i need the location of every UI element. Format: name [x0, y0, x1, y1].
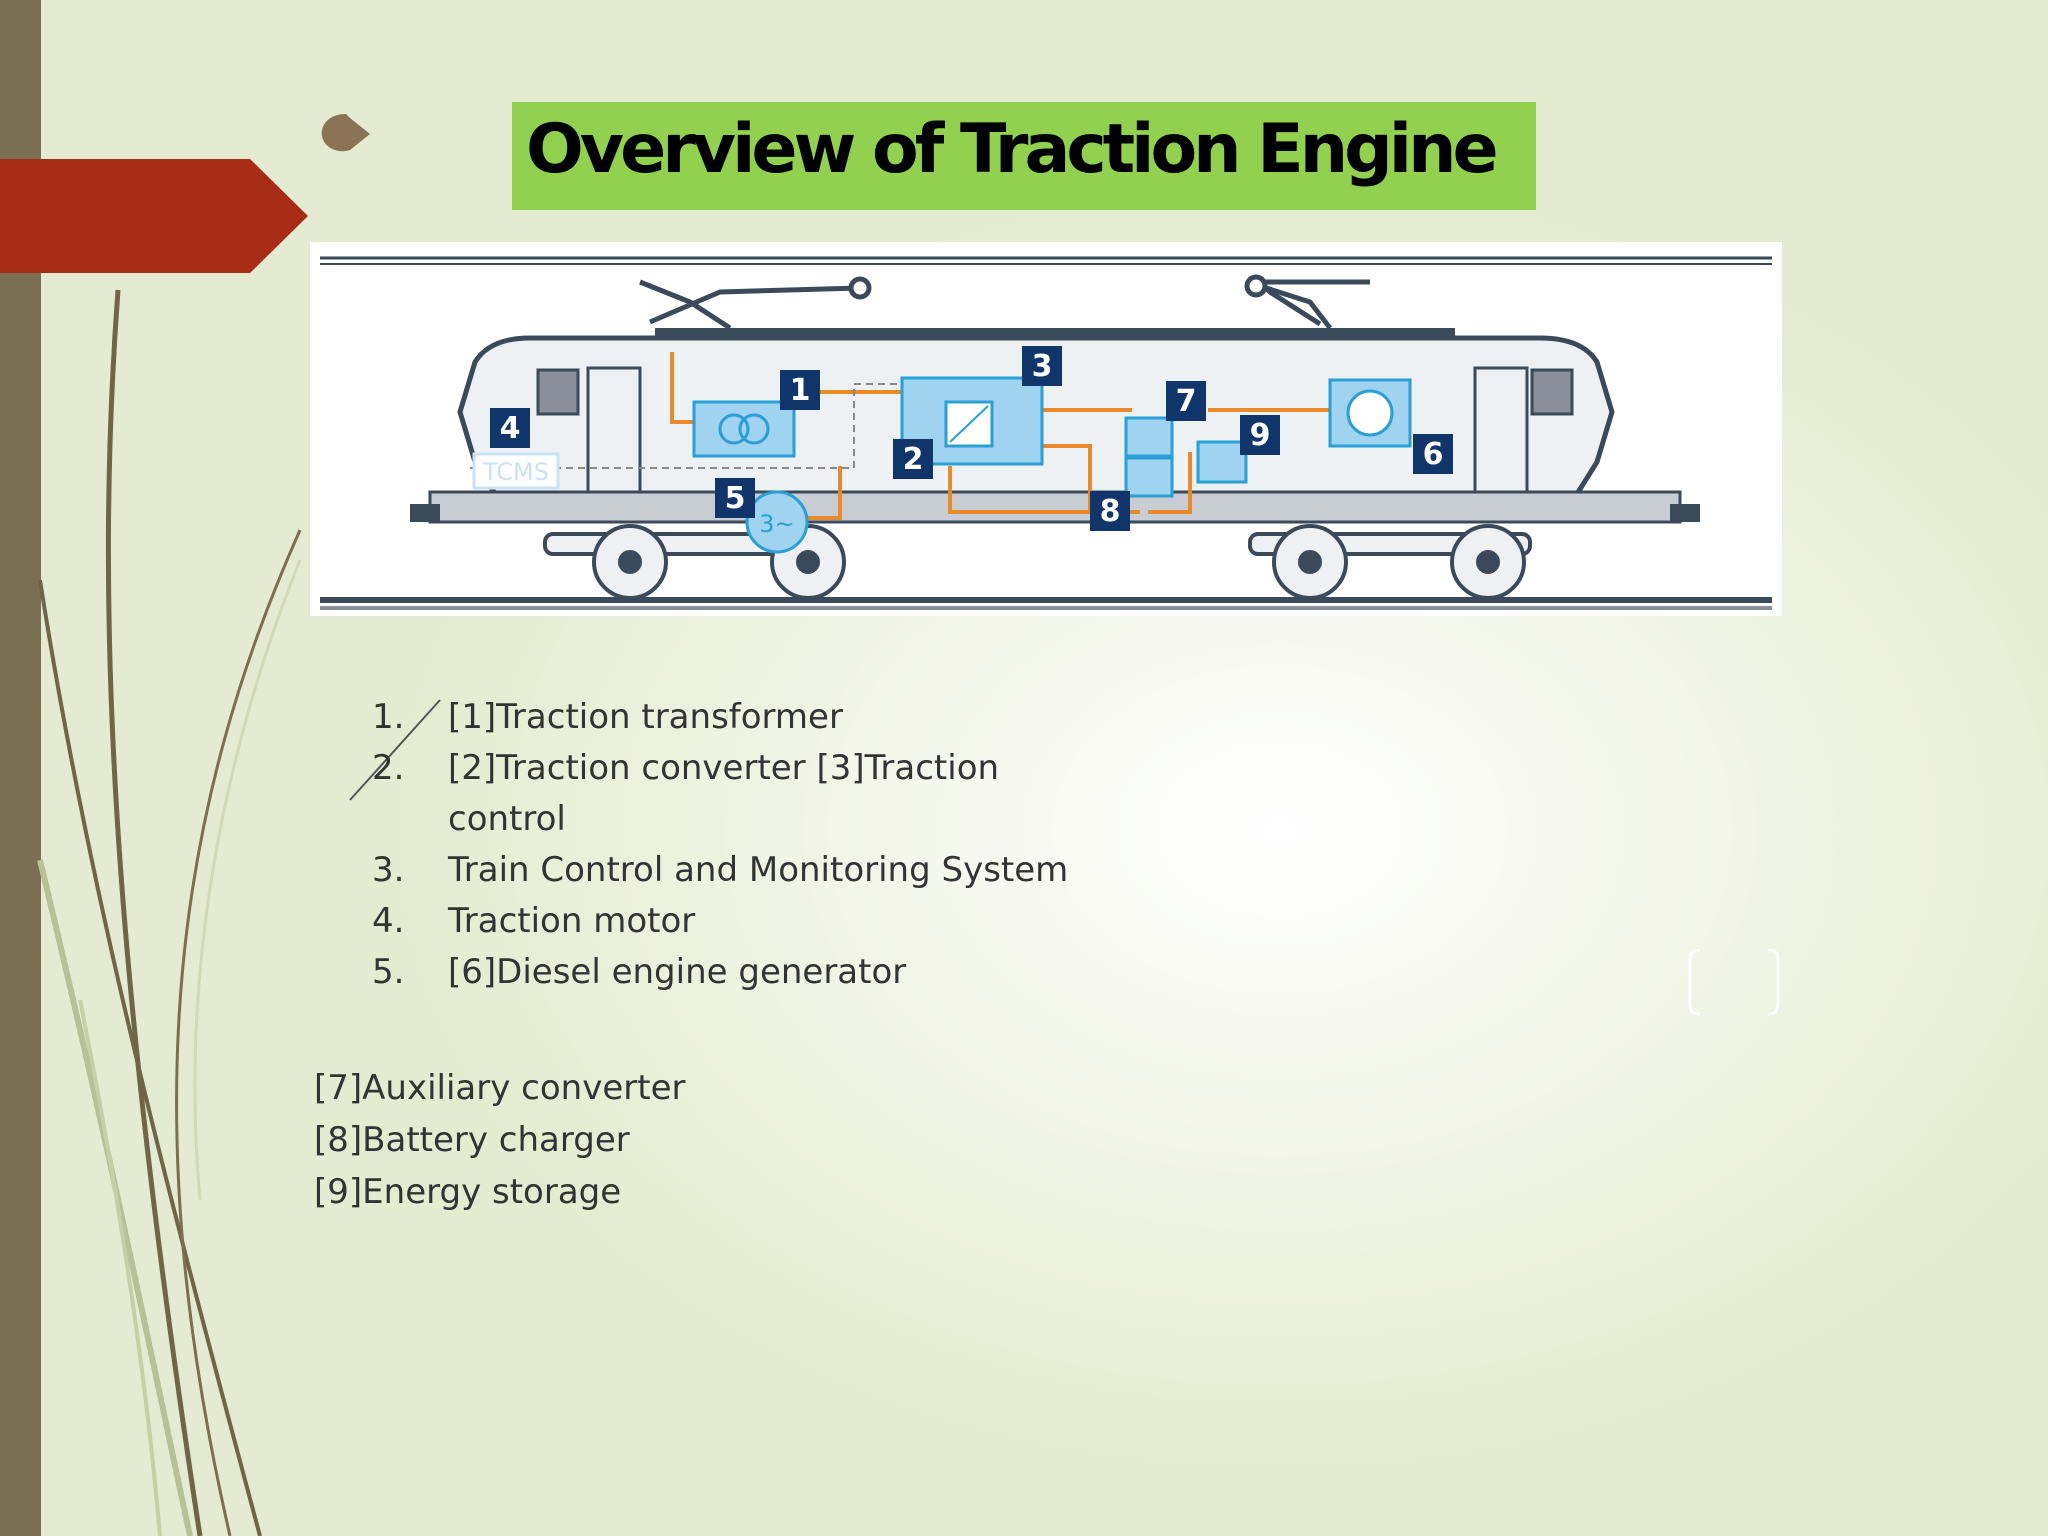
bullet-dot-icon [321, 114, 370, 152]
page-title: Overview of Traction Engine [526, 110, 1499, 189]
component-markers: 1 2 3 4 5 6 7 8 9 [490, 346, 1453, 531]
bracket-placeholder-icon [1688, 948, 1780, 1016]
marker-4: 4 [500, 411, 521, 446]
svg-text:3~: 3~ [759, 510, 794, 538]
marker-7: 7 [1176, 384, 1197, 419]
locomotive-diagram: 3~ TCMS 1 2 3 4 5 6 7 8 9 [310, 242, 1782, 616]
marker-1: 1 [790, 373, 811, 408]
traction-motor [745, 490, 809, 554]
list-item: 5.[6]Diesel engine generator [372, 952, 907, 992]
energy-storage-box [1196, 440, 1248, 484]
list-item: 1.[1]Traction transformer [372, 697, 843, 737]
text-line: [8]Battery charger [314, 1120, 630, 1160]
aux-converter-box-1 [1124, 416, 1174, 458]
bogie-right [1248, 524, 1532, 600]
marker-9: 9 [1250, 418, 1271, 453]
component-list: 1.[1]Traction transformer 2.[2]Traction … [362, 692, 1162, 998]
decorative-curves [37, 289, 302, 1536]
pantograph-right [1244, 274, 1370, 330]
marker-5: 5 [725, 481, 746, 516]
list-item: 4.Traction motor [372, 901, 696, 941]
marker-3: 3 [1032, 349, 1053, 384]
list-item: 2.[2]Traction converter [3]Traction cont… [372, 748, 1000, 839]
aux-converter-box-2 [1124, 456, 1174, 498]
additional-components: [7]Auxiliary converter [8]Battery charge… [314, 1062, 685, 1218]
marker-2: 2 [903, 442, 924, 477]
red-arrow-tab [0, 159, 308, 273]
transformer-box [692, 400, 796, 458]
text-line: [9]Energy storage [314, 1172, 622, 1212]
power-wiring [670, 352, 1332, 520]
title-banner: Overview of Traction Engine [512, 102, 1536, 210]
tcms-label: TCMS [482, 458, 549, 486]
slash-stroke [349, 699, 441, 801]
marker-6: 6 [1423, 437, 1444, 472]
list-item: 3.Train Control and Monitoring System [372, 850, 1069, 890]
text-line: [7]Auxiliary converter [314, 1068, 686, 1108]
marker-8: 8 [1100, 494, 1121, 529]
pantograph-left [639, 276, 872, 331]
